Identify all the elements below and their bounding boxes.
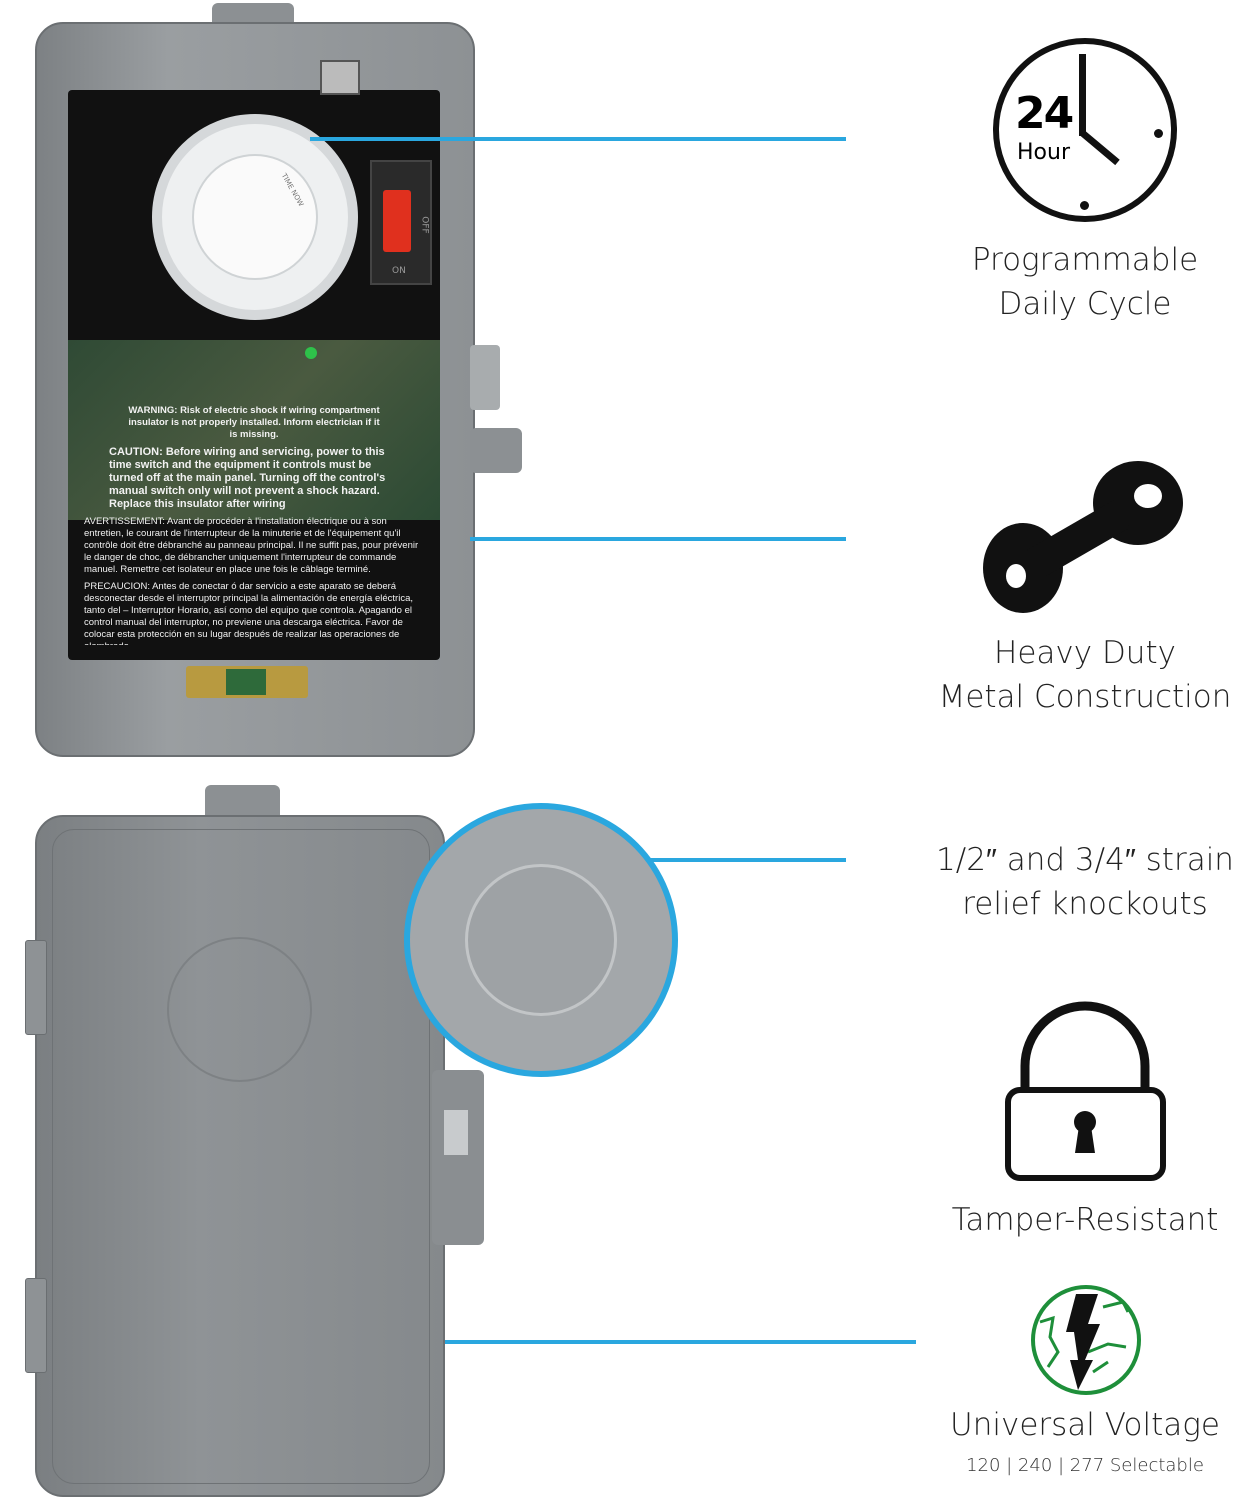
- feature-tamper: Tamper-Resistant: [951, 1202, 1219, 1238]
- switch-off-label: OFF: [419, 216, 430, 234]
- warning-text: WARNING: Risk of electric shock if wirin…: [128, 405, 380, 440]
- callout-line-voltage: [445, 1340, 916, 1344]
- manual-switch-rocker[interactable]: [383, 190, 411, 252]
- side-mount-tab: [470, 428, 522, 473]
- 24-hour-clock-icon: 24 Hour: [993, 38, 1177, 222]
- hinge-bottom: [25, 1278, 47, 1373]
- top-clip: [320, 60, 360, 95]
- callout-line-enclosure: [470, 537, 846, 541]
- dumbbell-icon: [983, 461, 1183, 613]
- precaucion-text: PRECAUCION: Antes de conectar ó dar serv…: [84, 581, 413, 645]
- knockout-zoom-circle: [404, 803, 678, 1077]
- voltage-options: 120 | 240 | 277 Selectable: [966, 1455, 1204, 1476]
- avertissement-text: AVERTISSEMENT: Avant de procéder à l'ins…: [84, 516, 419, 575]
- hinge-top: [25, 940, 47, 1035]
- caution-text: CAUTION: Before wiring and servicing, po…: [109, 446, 386, 510]
- ground-terminal: [186, 666, 308, 698]
- indicator-led: [305, 347, 317, 359]
- switch-on-label: ON: [392, 266, 406, 276]
- timer-enclosure-closed: [35, 815, 445, 1497]
- callout-line-dial: [310, 137, 846, 141]
- timer-dial: TIME NOW: [152, 114, 358, 320]
- ge-logo-embossed: [167, 937, 312, 1082]
- padlock-icon: [1005, 1001, 1166, 1181]
- side-latch: [470, 345, 500, 410]
- safety-label: WARNING: Risk of electric shock if wirin…: [84, 405, 424, 645]
- callout-line-knockout: [650, 858, 846, 862]
- cover-latch[interactable]: [432, 1070, 484, 1245]
- feature-universal-voltage: Universal Voltage 120 | 240 | 277 Select…: [920, 1403, 1241, 1479]
- lightning-globe-icon: [1031, 1285, 1141, 1395]
- circuit-board: [68, 340, 440, 520]
